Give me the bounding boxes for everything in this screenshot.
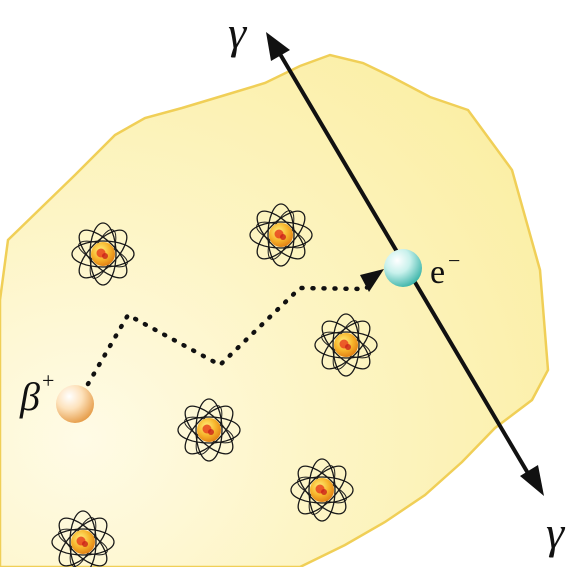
tissue-region — [0, 53, 550, 567]
positron-path-arrowhead — [360, 269, 384, 292]
electron-label: e — [430, 254, 445, 291]
positron-particle — [56, 385, 94, 423]
electron-label-superscript: − — [448, 248, 460, 273]
positron-path — [85, 279, 377, 387]
gamma-label-top: γ — [228, 7, 248, 58]
electron-particle — [384, 249, 422, 287]
positron-label: β — [19, 374, 40, 419]
gamma-arrowhead-bottom — [520, 465, 544, 496]
gamma-arrowhead-top — [266, 32, 290, 61]
gamma-label-bottom: γ — [546, 507, 566, 558]
positron-label-superscript: + — [42, 368, 54, 393]
